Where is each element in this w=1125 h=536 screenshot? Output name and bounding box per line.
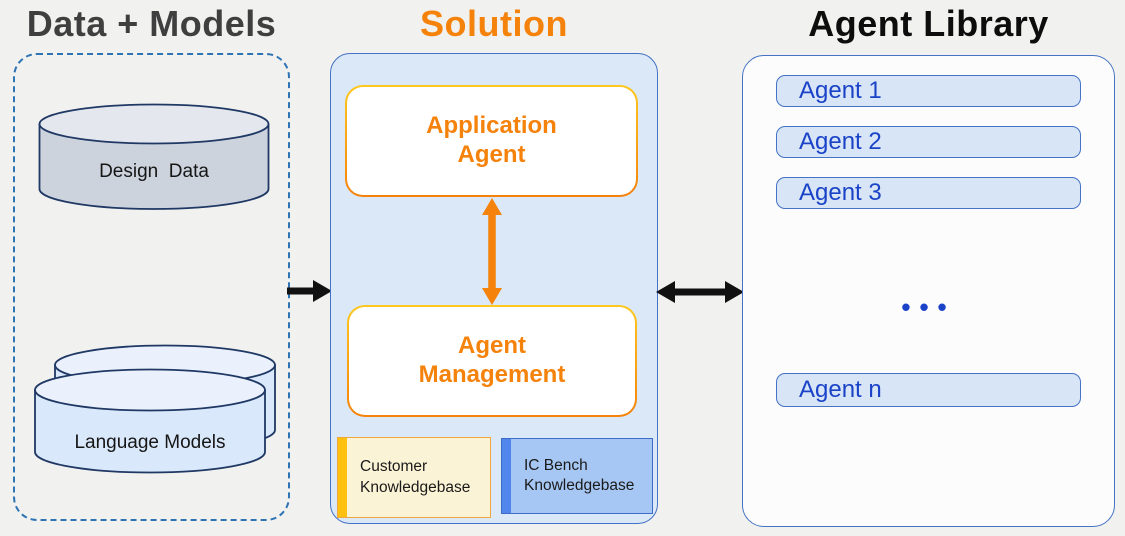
ic-bench-chip-accent-bar	[502, 439, 511, 513]
language-models-label: Language Models	[74, 432, 226, 453]
data-models-title: Data + Models	[26, 3, 277, 44]
agent-library-item-n: Agent n	[776, 373, 1081, 407]
ic-bench-knowledgebase-label: IC Bench Knowledgebase	[524, 456, 635, 494]
ellipsis-dots: •••	[901, 292, 956, 322]
right-arrow-icon	[287, 280, 332, 302]
agent-library-panel: Agent 1 Agent 2 Agent 3 ••• Agent n	[742, 55, 1115, 527]
application-agent-box: Application Agent	[345, 85, 638, 197]
agent-library-title: Agent Library	[808, 3, 1049, 44]
stacked-database-cylinders-icon	[34, 344, 276, 474]
agent-library-item-1: Agent 1	[776, 75, 1081, 107]
agent-library-item-3: Agent 3	[776, 177, 1081, 209]
design-data-label: Design Data	[99, 161, 209, 182]
customer-knowledgebase-chip: Customer Knowledgebase	[337, 437, 491, 518]
customer-chip-accent-bar	[338, 438, 347, 517]
database-cylinder-icon	[38, 103, 270, 210]
design-data-database: Design Data	[38, 103, 270, 211]
agent-management-box: Agent Management	[347, 305, 637, 417]
double-horizontal-arrow-icon	[656, 281, 744, 303]
customer-knowledgebase-label: Customer Knowledgebase	[360, 458, 471, 496]
data-models-panel: Design Data Language Models	[13, 53, 290, 521]
vertical-double-arrow-icon	[482, 198, 502, 305]
agent-library-item-2: Agent 2	[776, 126, 1081, 158]
language-models-databases: Language Models	[32, 342, 277, 475]
solution-panel: Application Agent Agent Management Custo…	[330, 53, 658, 524]
ic-bench-knowledgebase-chip: IC Bench Knowledgebase	[501, 438, 653, 514]
solution-title: Solution	[420, 3, 568, 44]
